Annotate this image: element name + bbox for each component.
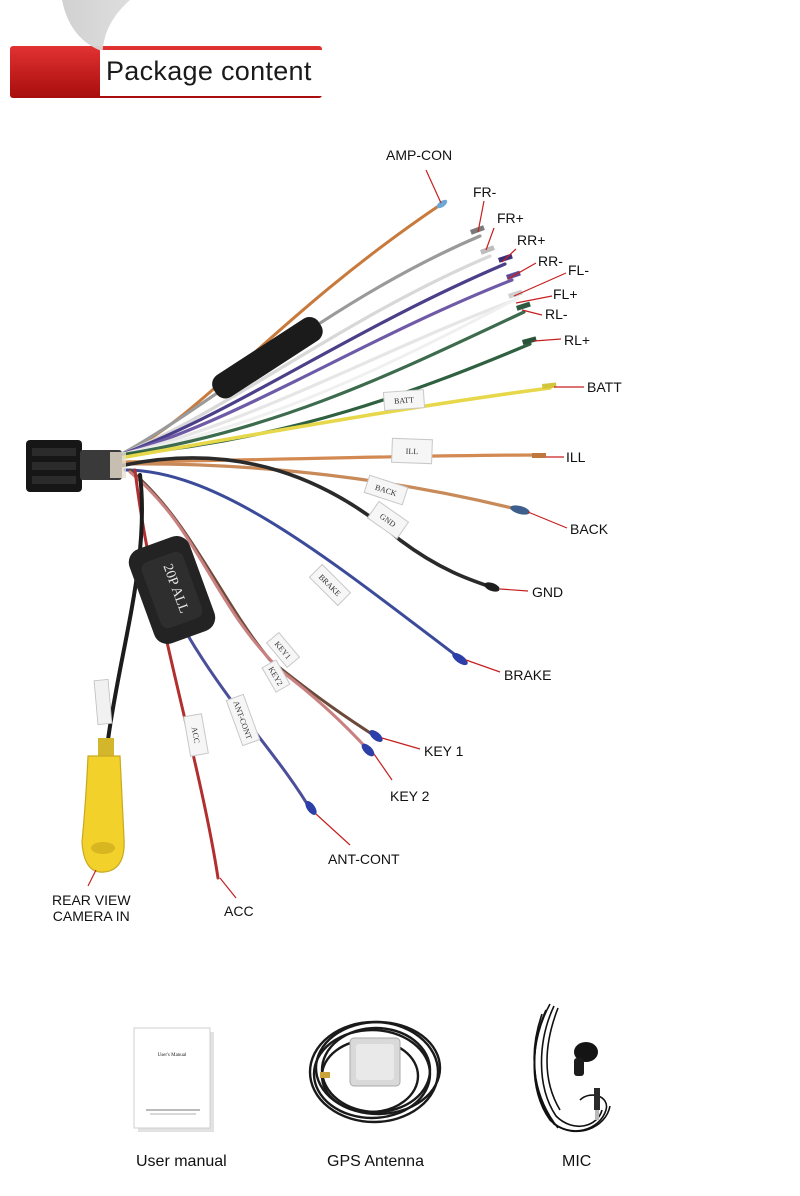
tag-key1: KEY1 — [265, 631, 301, 669]
wire-back — [118, 462, 522, 512]
camera-label-sleeve — [93, 679, 113, 725]
wire-ill — [118, 453, 542, 464]
label-fr-plus: FR+ — [497, 210, 524, 226]
label-rl-minus: RL- — [545, 306, 568, 322]
svg-text:ILL: ILL — [406, 447, 419, 456]
label-batt: BATT — [587, 379, 622, 395]
tag-gnd: GND — [366, 500, 410, 540]
label-fl-minus: FL- — [568, 262, 589, 278]
wire-fl-plus — [118, 296, 520, 457]
leader-lines — [87, 169, 584, 899]
user-manual-image: User's Manual — [133, 1027, 214, 1132]
tag-batt: BATT — [382, 389, 426, 411]
svg-text:User's Manual: User's Manual — [158, 1053, 187, 1058]
tag-ant-cont: ANT-CONT — [225, 693, 261, 747]
tag-ill: ILL — [391, 437, 433, 465]
label-rear-view-line2: CAMERA IN — [52, 908, 130, 924]
section-banner — [10, 0, 322, 98]
label-acc: ACC — [224, 903, 254, 919]
label-amp-con: AMP-CON — [386, 147, 453, 163]
label-fr-minus: FR- — [473, 184, 497, 200]
module-20p-all: 20P ALL — [128, 536, 216, 644]
label-back: BACK — [570, 521, 609, 537]
wire-acc — [133, 468, 220, 880]
label-ill: ILL — [566, 449, 586, 465]
caption-mic: MIC — [562, 1153, 592, 1170]
label-rr-plus: RR+ — [517, 232, 546, 248]
label-fl-plus: FL+ — [553, 286, 578, 302]
wire-key2 — [128, 470, 372, 754]
wire-camera — [106, 473, 144, 742]
caption-gps-antenna: GPS Antenna — [327, 1153, 424, 1170]
tag-acc: ACC — [183, 713, 209, 757]
wire-rr-minus — [118, 278, 514, 457]
label-gnd: GND — [532, 584, 564, 600]
harness-connector — [26, 440, 126, 492]
wiring-harness-diagram: 20P ALL BATT ILL BACK GND BRAKE — [26, 169, 584, 899]
wire-fl-minus — [118, 298, 517, 457]
tag-back: BACK — [363, 474, 409, 506]
page-title: Package content — [106, 56, 312, 86]
label-rear-view-camera-in: REAR VIEW CAMERA IN — [52, 892, 131, 924]
wire-brake — [123, 468, 464, 662]
wire-rr-plus — [118, 262, 507, 457]
mic-image — [533, 1003, 611, 1133]
wire-rl-minus — [118, 310, 526, 457]
rear-camera-rca-connector — [81, 738, 125, 873]
svg-text:ACC: ACC — [190, 726, 202, 744]
label-ant-cont: ANT-CONT — [328, 851, 400, 867]
label-key1: KEY 1 — [424, 743, 464, 759]
gps-antenna-image — [308, 1020, 442, 1124]
inline-filter-module — [212, 317, 323, 399]
wire-end-caps — [305, 199, 557, 815]
label-key2: KEY 2 — [390, 788, 430, 804]
svg-text:BATT: BATT — [394, 395, 415, 405]
label-rear-view-line1: REAR VIEW — [52, 892, 131, 908]
label-brake: BRAKE — [504, 667, 552, 683]
label-rr-minus: RR- — [538, 253, 563, 269]
label-rl-plus: RL+ — [564, 332, 591, 348]
wire-batt — [118, 386, 552, 460]
tag-key2: KEY2 — [261, 659, 291, 693]
wire-fr-plus — [118, 254, 492, 457]
banner-white-panel — [100, 50, 322, 96]
caption-user-manual: User manual — [136, 1153, 227, 1170]
